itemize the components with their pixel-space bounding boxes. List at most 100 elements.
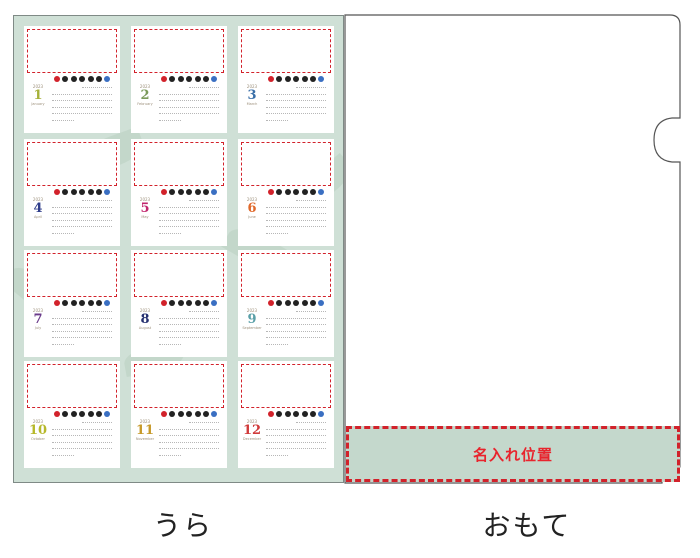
day-row bbox=[52, 454, 74, 456]
name-print-box bbox=[241, 364, 331, 408]
day-grid bbox=[52, 85, 114, 125]
calendar-year: 2023 bbox=[139, 308, 151, 313]
day-grid bbox=[266, 309, 328, 349]
day-row bbox=[52, 232, 74, 234]
month-number: 9 bbox=[247, 312, 257, 327]
calendar-year: 2023 bbox=[246, 197, 258, 202]
weekday-dot bbox=[211, 411, 218, 417]
day-row bbox=[296, 311, 326, 312]
day-row bbox=[189, 422, 219, 423]
weekday-dot bbox=[177, 411, 184, 417]
day-row bbox=[52, 324, 112, 325]
weekday-dot bbox=[276, 189, 283, 195]
calendar-year: 2023 bbox=[32, 308, 44, 313]
weekday-dot bbox=[177, 189, 184, 195]
weekday-dot bbox=[310, 411, 316, 417]
weekday-dot bbox=[293, 189, 300, 195]
weekday-dot bbox=[70, 189, 77, 195]
weekday-dot bbox=[161, 300, 167, 306]
day-row bbox=[266, 206, 326, 208]
name-imprint-label: 名入れ位置 bbox=[472, 445, 553, 464]
day-row bbox=[159, 219, 219, 221]
day-row bbox=[52, 119, 74, 121]
name-print-box bbox=[241, 29, 331, 73]
day-row bbox=[52, 206, 112, 208]
day-row bbox=[266, 219, 326, 221]
day-row bbox=[52, 343, 74, 345]
day-row bbox=[266, 317, 326, 319]
weekday-dot bbox=[310, 189, 316, 195]
day-row bbox=[52, 337, 112, 338]
weekday-dot bbox=[54, 189, 60, 195]
weekday-dot bbox=[268, 76, 274, 82]
calendar-year: 2023 bbox=[246, 308, 258, 313]
day-row bbox=[52, 330, 112, 332]
day-grid bbox=[159, 420, 221, 460]
day-row bbox=[159, 100, 219, 101]
weekday-dot bbox=[284, 411, 291, 417]
weekday-dot bbox=[268, 300, 274, 306]
day-row bbox=[52, 219, 112, 221]
day-row bbox=[52, 317, 112, 319]
weekday-dot bbox=[293, 76, 300, 82]
month-name: March bbox=[246, 102, 258, 106]
weekday-dot bbox=[293, 300, 300, 306]
weekday-dot bbox=[318, 300, 325, 306]
day-row bbox=[266, 119, 288, 121]
weekday-dot bbox=[284, 76, 291, 82]
day-row bbox=[189, 311, 219, 312]
weekday-dot bbox=[194, 411, 201, 417]
day-row bbox=[159, 428, 219, 430]
month-name: July bbox=[34, 326, 42, 330]
name-print-box bbox=[27, 142, 117, 186]
day-row bbox=[159, 454, 181, 456]
weekday-dot bbox=[79, 76, 86, 82]
day-row bbox=[266, 330, 326, 332]
day-row bbox=[52, 226, 112, 227]
day-row bbox=[266, 226, 326, 227]
day-grid bbox=[159, 198, 221, 238]
weekday-dot bbox=[186, 300, 193, 306]
calendar-year: 2023 bbox=[246, 84, 258, 89]
weekday-dot bbox=[310, 76, 316, 82]
day-row bbox=[82, 311, 112, 312]
weekday-dot bbox=[310, 300, 316, 306]
weekday-dot bbox=[87, 411, 94, 417]
weekday-dot bbox=[203, 76, 209, 82]
name-print-box bbox=[27, 364, 117, 408]
weekday-dot bbox=[301, 411, 308, 417]
day-row bbox=[266, 213, 326, 214]
weekday-dot bbox=[70, 76, 77, 82]
day-row bbox=[266, 100, 326, 101]
day-row bbox=[296, 200, 326, 201]
weekday-dot bbox=[203, 189, 209, 195]
day-row bbox=[52, 93, 112, 95]
name-print-box bbox=[241, 142, 331, 186]
weekday-dot bbox=[177, 76, 184, 82]
day-row bbox=[296, 87, 326, 88]
weekday-dot bbox=[54, 76, 60, 82]
day-row bbox=[266, 343, 288, 345]
day-grid bbox=[52, 309, 114, 349]
name-print-box bbox=[134, 253, 224, 297]
weekday-dot bbox=[104, 411, 111, 417]
month-number: 11 bbox=[135, 423, 155, 438]
day-row bbox=[159, 226, 219, 227]
weekday-dot bbox=[293, 411, 300, 417]
calendar-year: 2023 bbox=[32, 197, 44, 202]
front-side-outline bbox=[344, 14, 681, 484]
weekday-dot bbox=[268, 411, 274, 417]
day-row bbox=[52, 106, 112, 108]
